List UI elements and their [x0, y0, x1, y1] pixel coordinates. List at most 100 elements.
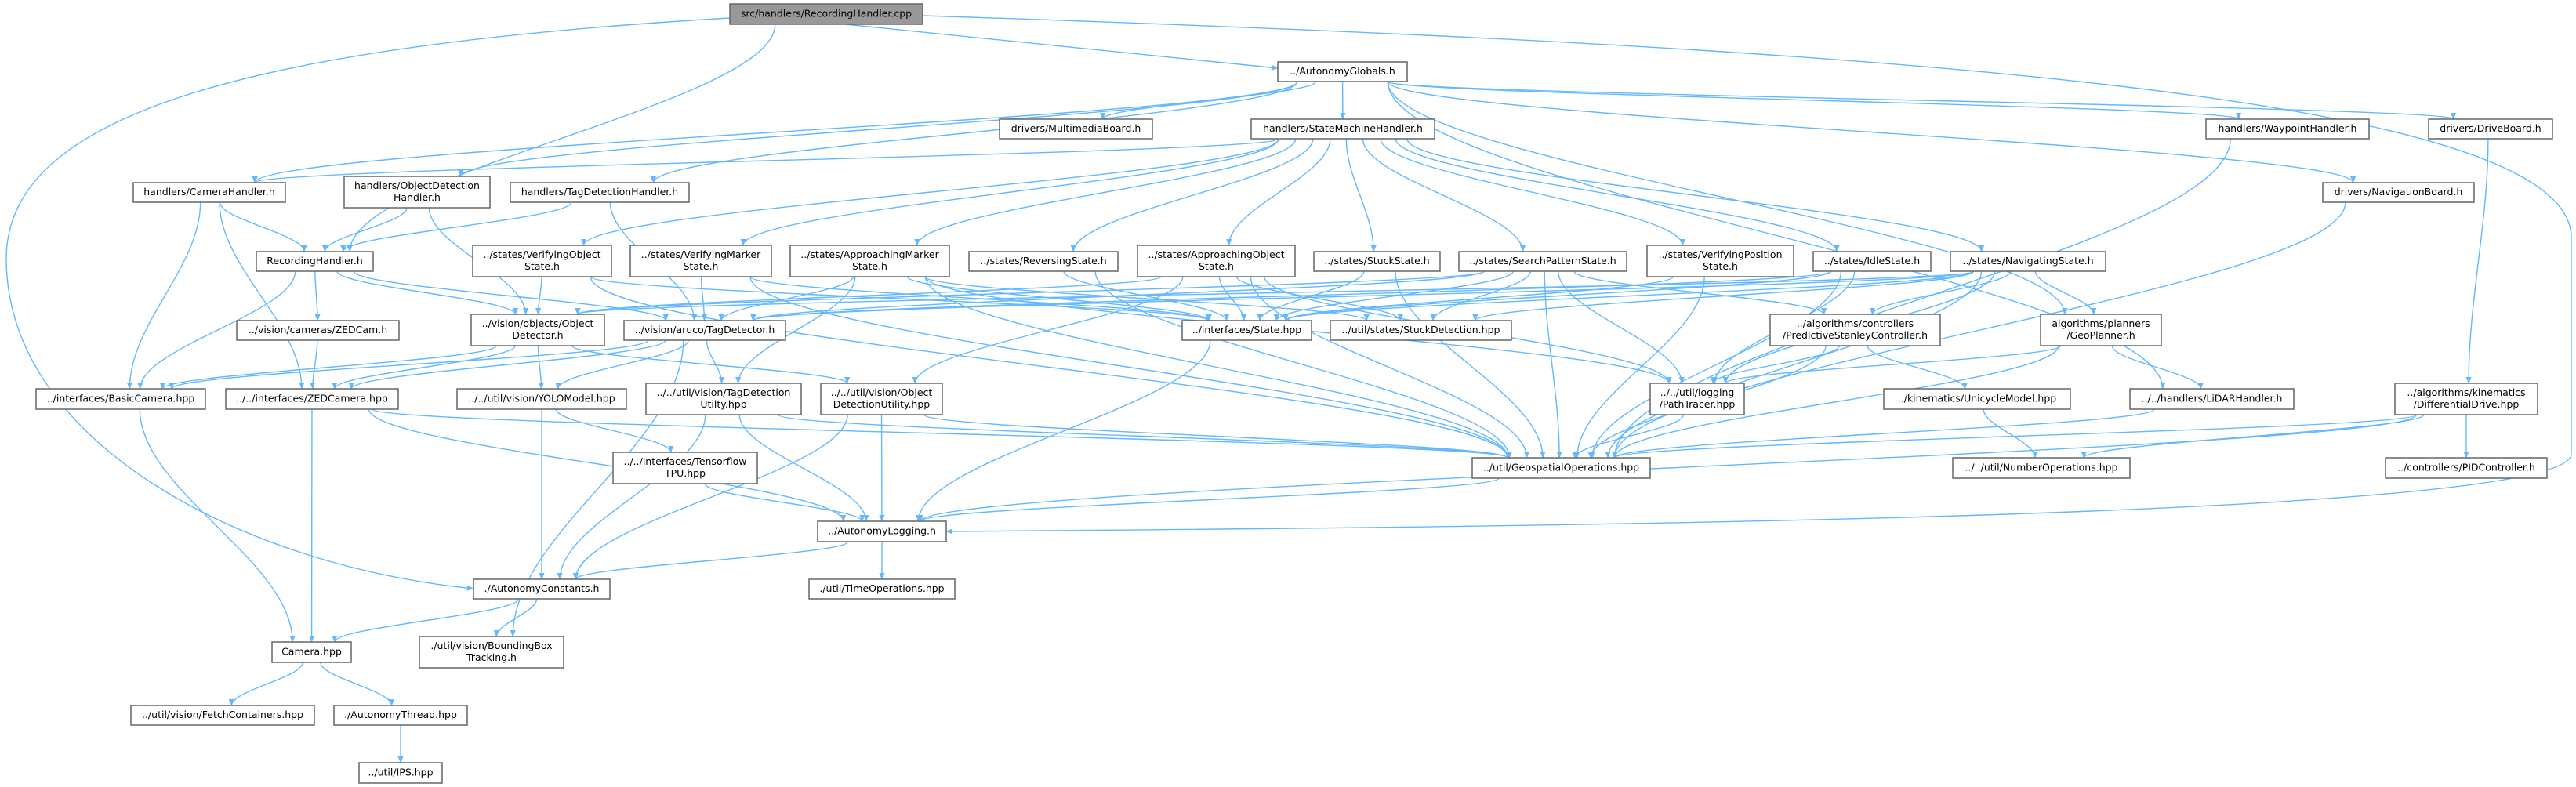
- node-label: State.h: [1703, 260, 1738, 272]
- node-fetch[interactable]: ../util/vision/FetchContainers.hpp: [130, 705, 315, 726]
- node-label: TPU.hpp: [664, 467, 706, 479]
- edge-yolo-to-tpu: [555, 408, 674, 453]
- node-label: ../../util/vision/TagDetection: [657, 386, 791, 398]
- node-box: [612, 452, 758, 484]
- node-multimedia[interactable]: drivers/MultimediaBoard.h: [999, 118, 1153, 140]
- node-label: ../../util/vision/Object: [831, 386, 933, 398]
- edge-idle-to-geospatial: [1589, 270, 1842, 459]
- node-box: [473, 578, 611, 600]
- edge-statehpp-to-logging: [915, 339, 1211, 522]
- node-geospatial[interactable]: ../util/GeospatialOperations.hpp: [1471, 457, 1651, 479]
- node-waypoint[interactable]: handlers/WaypointHandler.h: [2205, 118, 2370, 140]
- node-box: [817, 520, 947, 542]
- edge-rechandler-to-objdetector: [336, 270, 519, 315]
- edge-camhandler-to-zedcamera: [219, 201, 305, 390]
- edge-verobj-to-objdetector: [535, 276, 542, 315]
- node-smh[interactable]: handlers/StateMachineHandler.h: [1250, 118, 1435, 140]
- node-camera[interactable]: Camera.hpp: [271, 641, 352, 663]
- node-search[interactable]: ../states/SearchPatternState.h: [1458, 251, 1627, 272]
- node-box: [1649, 383, 1745, 415]
- node-label: State.h: [524, 260, 560, 272]
- node-timeops[interactable]: ./util/TimeOperations.hpp: [808, 578, 956, 600]
- node-rechandler[interactable]: RecordingHandler.h: [256, 251, 374, 272]
- node-label: State.h: [852, 260, 887, 272]
- node-idle[interactable]: ../states/IdleState.h: [1812, 251, 1932, 272]
- node-pid[interactable]: ../controllers/PIDController.h: [2385, 457, 2548, 479]
- edge-vermarker-to-geospatial: [749, 276, 1511, 459]
- edge-rechandler-to-zedcam: [314, 270, 321, 321]
- node-label: ../states/StuckState.h: [1324, 255, 1429, 267]
- node-lidar[interactable]: ../../handlers/LiDARHandler.h: [2129, 388, 2295, 410]
- edge-reversing-to-geospatial: [1094, 270, 1512, 459]
- node-stanley[interactable]: ../algorithms/controllers/PredictiveStan…: [1769, 314, 1941, 346]
- node-box: [333, 705, 468, 726]
- node-driveboard[interactable]: drivers/DriveBoard.h: [2428, 118, 2553, 140]
- edge-lidar-to-geospatial: [1612, 408, 2156, 459]
- node-label: handlers/CameraHandler.h: [143, 186, 275, 198]
- node-pathtracer[interactable]: ../../util/logging/PathTracer.hpp: [1649, 383, 1745, 415]
- node-objutil[interactable]: ../../util/vision/ObjectDetectionUtility…: [820, 383, 943, 415]
- node-thread[interactable]: ./AutonomyThread.hpp: [333, 705, 468, 726]
- edge-tagdetector-to-zedcamera: [348, 339, 666, 390]
- node-box: [999, 118, 1153, 140]
- node-tagdetector[interactable]: ../vision/aruco/TagDetector.h: [623, 320, 786, 341]
- node-label: ../vision/objects/Object: [482, 317, 594, 329]
- node-label: ./util/TimeOperations.hpp: [819, 582, 944, 594]
- node-statehpp[interactable]: ../interfaces/State.hpp: [1181, 320, 1312, 341]
- node-logging[interactable]: ../AutonomyLogging.h: [817, 520, 947, 542]
- node-label: State.h: [684, 260, 719, 272]
- edge-tagutil-to-constants: [557, 414, 706, 580]
- node-geoplanner[interactable]: algorithms/planners/GeoPlanner.h: [2040, 314, 2162, 346]
- node-label: ../states/VerifyingMarker: [641, 248, 761, 260]
- node-box: [236, 320, 400, 341]
- node-yolo[interactable]: ../../util/vision/YOLOModel.hpp: [456, 388, 627, 410]
- node-label: ./util/vision/BoundingBox: [430, 640, 552, 651]
- edge-root-to-rechandler: [346, 24, 776, 252]
- edge-tagutil-to-logging: [738, 414, 869, 522]
- node-box: [1181, 320, 1312, 341]
- node-camhandler[interactable]: handlers/CameraHandler.h: [132, 182, 286, 203]
- edge-tagdetector-to-tagutil: [706, 339, 725, 384]
- node-numberops[interactable]: ../../util/NumberOperations.hpp: [1952, 457, 2131, 479]
- node-stuck[interactable]: ../states/StuckState.h: [1313, 251, 1441, 272]
- node-label: ../states/NavigatingState.h: [1962, 255, 2093, 267]
- node-reversing[interactable]: ../states/ReversingState.h: [968, 251, 1119, 272]
- node-label: handlers/ObjectDetection: [354, 180, 480, 191]
- node-box: [1137, 245, 1296, 277]
- node-zedcamera[interactable]: ../../interfaces/ZEDCamera.hpp: [225, 388, 399, 410]
- node-navigating[interactable]: ../states/NavigatingState.h: [1950, 251, 2106, 272]
- edge-search-to-objdetector: [575, 270, 1485, 315]
- edge-constants-to-bbox: [493, 598, 538, 637]
- node-label: Utilty.hpp: [700, 398, 746, 410]
- node-label: handlers/TagDetectionHandler.h: [521, 186, 678, 198]
- node-box: [2040, 314, 2162, 346]
- node-label: drivers/NavigationBoard.h: [2335, 186, 2463, 198]
- edge-camhandler-to-basiccam: [126, 201, 201, 390]
- node-constants[interactable]: ./AutonomyConstants.h: [473, 578, 611, 600]
- node-unicycle[interactable]: ../kinematics/UnicycleModel.hpp: [1883, 388, 2071, 410]
- node-globals[interactable]: ../AutonomyGlobals.h: [1277, 61, 1408, 82]
- node-basiccam[interactable]: ../interfaces/BasicCamera.hpp: [35, 388, 206, 410]
- node-diffdrive[interactable]: ../algorithms/kinematics/DifferentialDri…: [2394, 383, 2538, 415]
- edge-diffdrive-to-geospatial: [1612, 414, 2417, 459]
- node-box: [1646, 245, 1794, 277]
- node-tagdethandler[interactable]: handlers/TagDetectionHandler.h: [510, 182, 690, 203]
- node-zedcam[interactable]: ../vision/cameras/ZEDCam.h: [236, 320, 400, 341]
- edge-appmarker-to-tagutil: [735, 276, 856, 384]
- edge-globals-to-navboard: [1387, 81, 2356, 183]
- node-box: [256, 251, 374, 272]
- node-stuckdet[interactable]: ../util/states/StuckDetection.hpp: [1330, 320, 1512, 341]
- node-navboard[interactable]: drivers/NavigationBoard.h: [2322, 182, 2475, 203]
- node-ips[interactable]: ../util/IPS.hpp: [358, 762, 443, 784]
- node-root[interactable]: src/handlers/RecordingHandler.cpp: [729, 3, 923, 25]
